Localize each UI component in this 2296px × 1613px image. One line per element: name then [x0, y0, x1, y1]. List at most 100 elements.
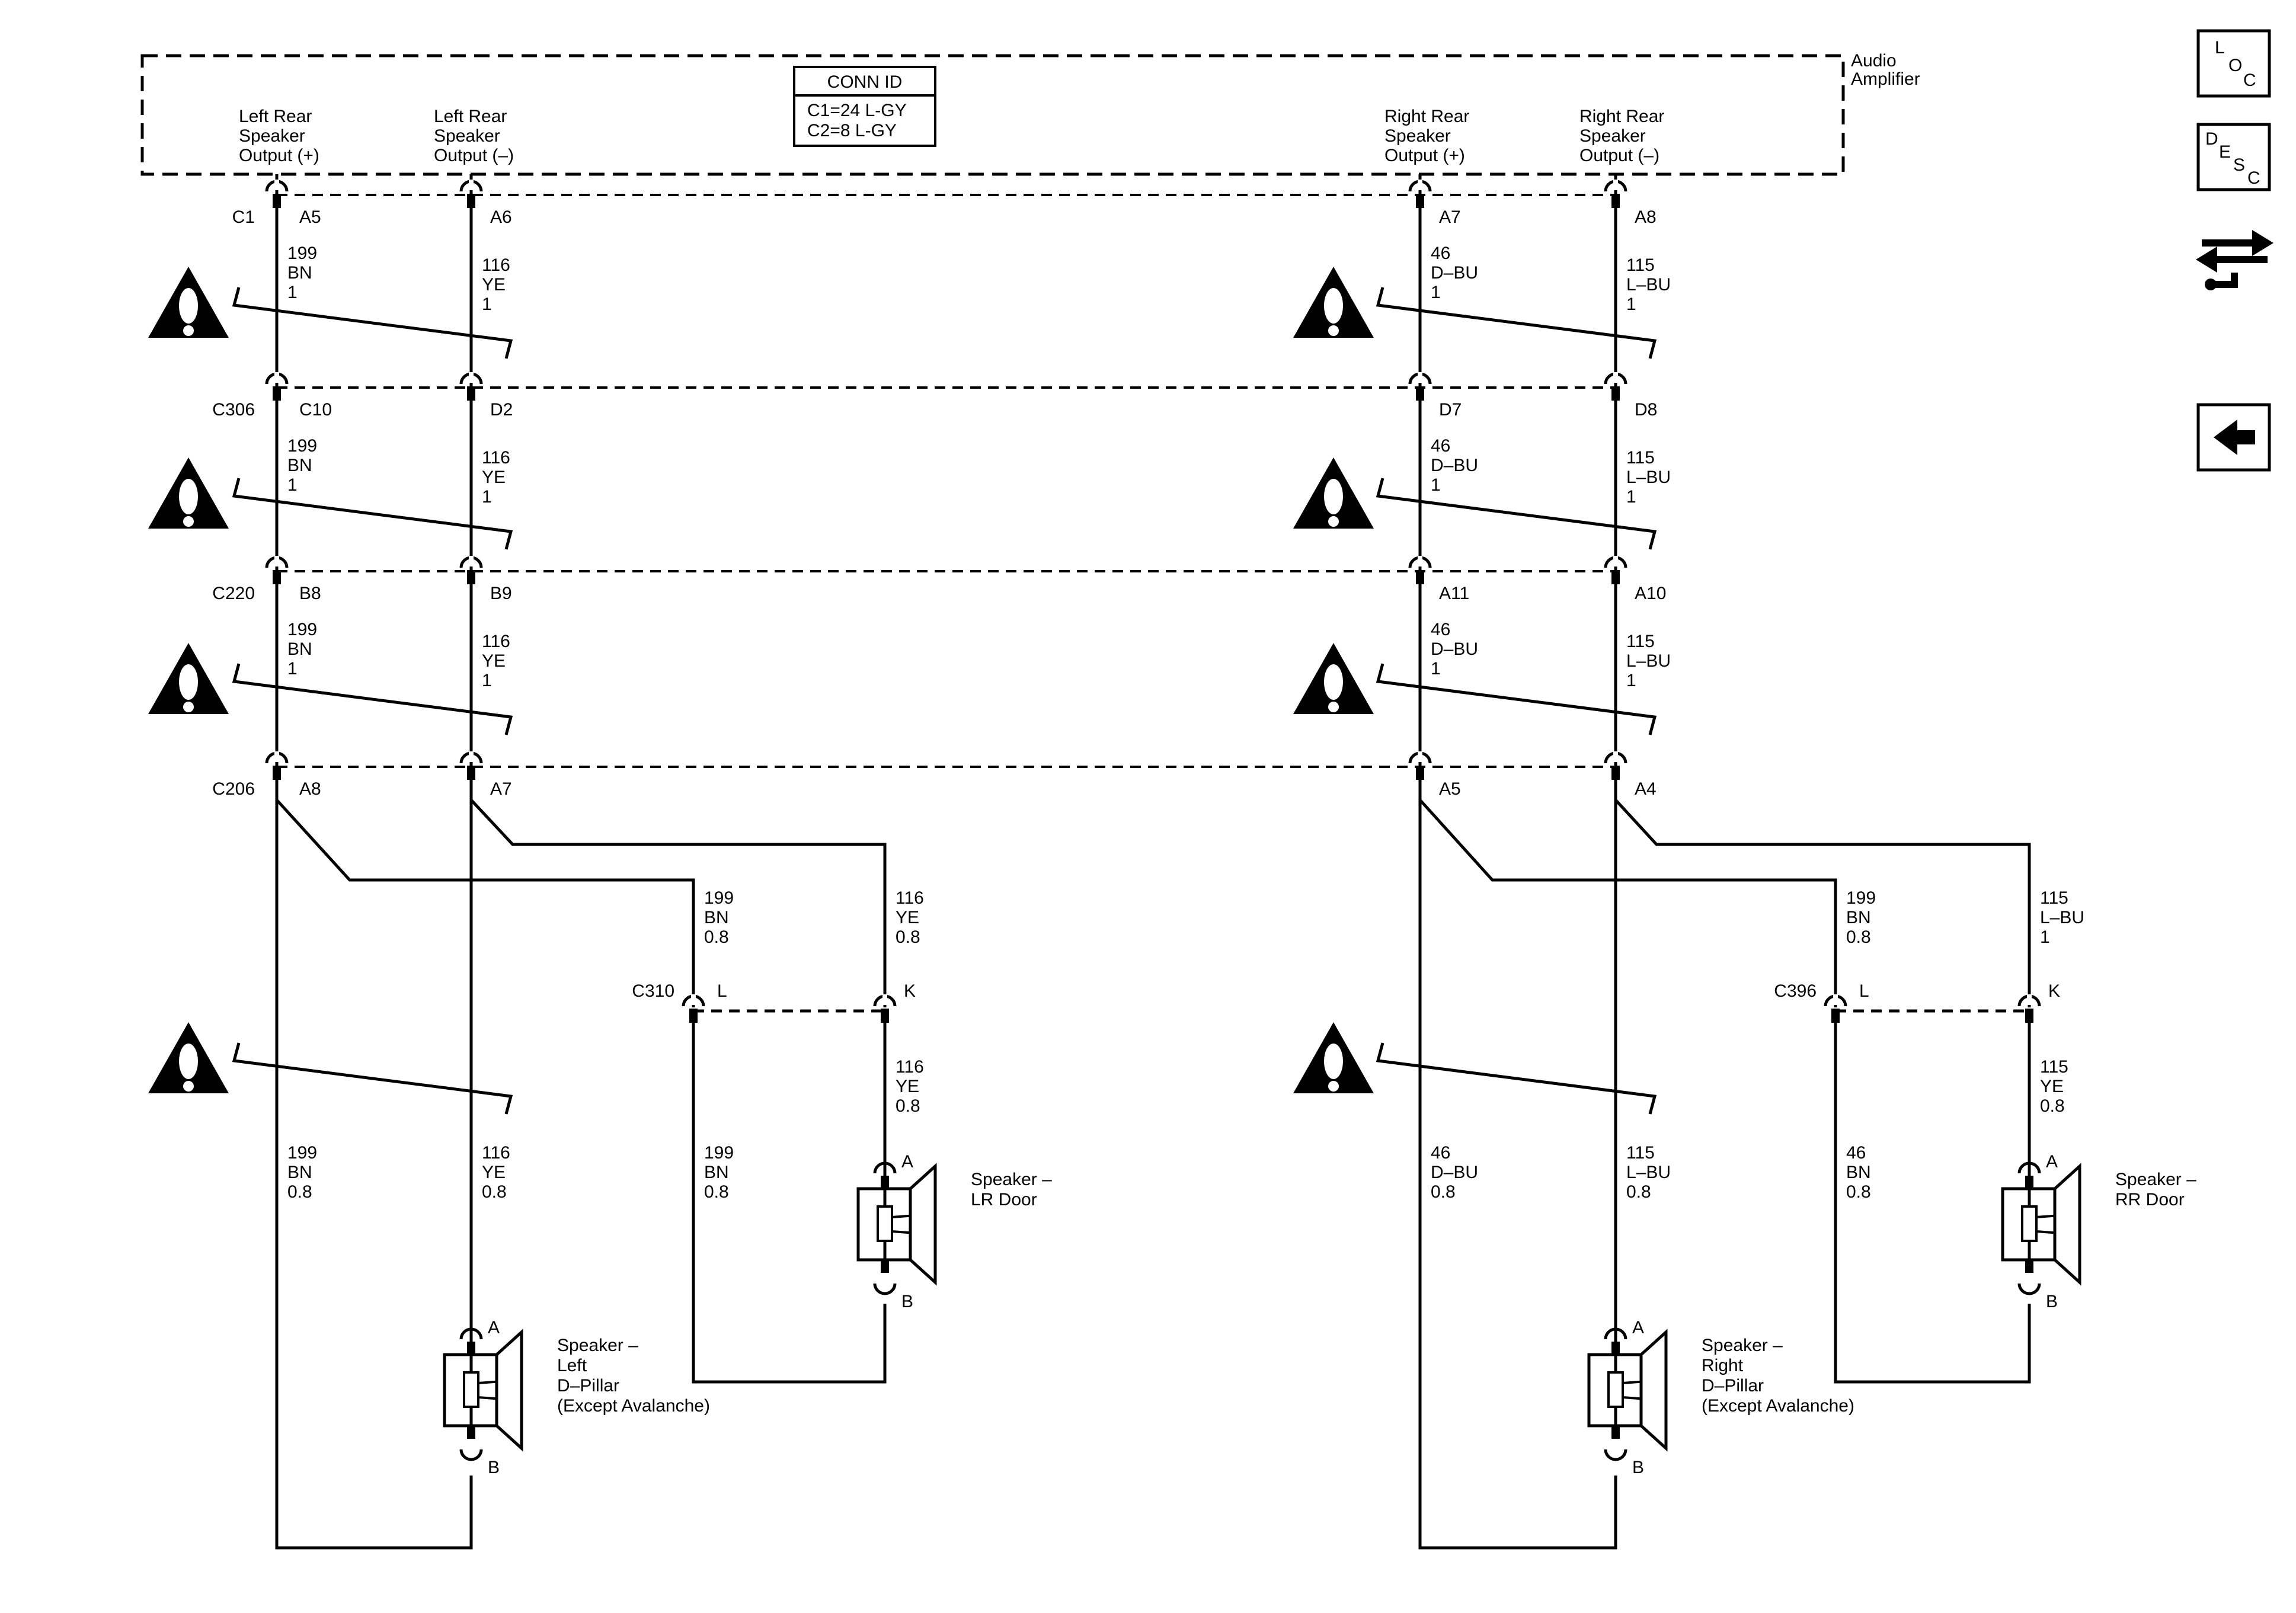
left_lower-branch-pos-line-3: 0.8	[896, 927, 920, 947]
connector-pin-c220-2	[1408, 556, 1432, 584]
connector-pin-c306-2	[1408, 372, 1432, 401]
right_lower-branch-pos-line-3: 1	[2040, 927, 2050, 947]
right-rear-pos-label-1: Right Rear	[1384, 107, 1469, 126]
segment-1-wire-3-line-2: L–BU	[1626, 468, 1671, 487]
right-rear-neg-label-3: Output (–)	[1579, 146, 1659, 165]
segment-2-wire-1-line-2: YE	[482, 651, 506, 671]
segment-0-wire-0-line-3: 1	[287, 283, 298, 302]
output-labels: Left Rear Speaker Output (+) Left Rear S…	[239, 107, 1664, 165]
left_lower-branch-neg-line-3: 0.8	[704, 927, 729, 947]
connector-pin-label: A7	[490, 779, 512, 799]
desc-letter-e: E	[2219, 142, 2231, 162]
audio-amplifier-module-box	[140, 54, 1845, 176]
right_lower-pillar-pos-line-3: 0.8	[1626, 1182, 1651, 1202]
connector-pin-label: A5	[1439, 779, 1461, 799]
connector-name: C206	[212, 779, 255, 799]
segment-1-wire-2-line-1: 46	[1431, 436, 1450, 456]
connector-pin-label: A6	[490, 207, 512, 227]
segment-2-wire-2-line-2: D–BU	[1431, 639, 1478, 659]
segment-0-wire-0-line-1: 199	[287, 244, 317, 263]
warning-icon[interactable]	[1293, 643, 1374, 714]
segment-2-wire-2-line-3: 1	[1431, 659, 1441, 679]
connector-pin-c206-0	[265, 751, 289, 780]
warning-icon[interactable]	[1293, 267, 1374, 338]
connector-pin-c1-1	[459, 180, 483, 208]
segment-2-wire-3-line-1: 115	[1626, 632, 1655, 651]
warning-icon[interactable]	[1293, 457, 1374, 529]
twist-marker	[1376, 663, 1657, 735]
segment-0-wire-1-line-3: 1	[482, 295, 492, 314]
speaker-label-line-4: (Except Avalanche)	[1702, 1396, 1854, 1416]
left_lower-branch-neg-line-2: BN	[704, 908, 729, 927]
door-conn-pin-r	[873, 994, 897, 1023]
module-name-line-2: Amplifier	[1851, 69, 1920, 89]
left_lower-pillar-pos-line-3: 0.8	[482, 1182, 507, 1202]
left_lower-after-conn-neg-line-2: BN	[704, 1163, 729, 1182]
nav-loc-button[interactable]: L O C	[2196, 29, 2271, 98]
connector-name: C306	[212, 400, 255, 420]
left_lower-pillar-pos-line-1: 116	[482, 1143, 510, 1163]
segment-2-wire-1-line-3: 1	[482, 671, 492, 690]
back-button[interactable]	[2196, 403, 2271, 472]
loc-letter-c: C	[2243, 71, 2256, 90]
segment-1-wire-1-line-2: YE	[482, 468, 506, 487]
twist-marker	[1376, 1042, 1657, 1115]
left-rear-pos-label-2: Speaker	[239, 126, 305, 146]
segment-labels: 199BN1116YE146D–BU1115L–BU1199BN1116YE14…	[287, 244, 1671, 690]
connector-pin-label: C10	[299, 400, 332, 420]
segment-1-wire-1-line-1: 116	[482, 448, 510, 468]
conn-id-title: CONN ID	[827, 72, 903, 92]
left-rear-neg-label-3: Output (–)	[434, 146, 514, 165]
nav-desc-button[interactable]: D E S C	[2196, 123, 2271, 191]
connector-pin-label: B9	[490, 584, 512, 603]
connector-pin-c220-1	[459, 556, 483, 584]
right_lower-pillar-neg-line-3: 0.8	[1431, 1182, 1456, 1202]
segment-1-wire-0-line-1: 199	[287, 436, 317, 456]
segment-0-wire-0-line-2: BN	[287, 263, 312, 283]
right_lower-after-conn-pos-line-3: 0.8	[2040, 1096, 2065, 1116]
segment-0-wire-3-line-2: L–BU	[1626, 275, 1671, 295]
connector-pin-c206-1	[459, 751, 483, 780]
segment-2-wire-0-line-1: 199	[287, 620, 317, 639]
speaker-label-line-1: Speaker –	[557, 1336, 638, 1355]
arrow-left-icon	[2214, 420, 2255, 455]
twist-marker	[232, 663, 513, 735]
desc-letter-s: S	[2233, 155, 2245, 175]
connector-pin-c306-3	[1604, 372, 1627, 401]
connector-pin-label: A10	[1635, 584, 1666, 603]
warning-icon[interactable]	[148, 643, 229, 714]
left_lower-branch-pos-line-2: YE	[896, 908, 919, 927]
connector-pin-c1-0	[265, 180, 289, 208]
segment-2-wire-0-line-3: 1	[287, 659, 298, 679]
connector-pin-label: A5	[299, 207, 321, 227]
left-lower-wires	[275, 791, 887, 1550]
segment-1-wire-2-line-3: 1	[1431, 475, 1441, 495]
conn-id-line-2: C2=8 L-GY	[807, 121, 897, 140]
warning-icon[interactable]	[148, 457, 229, 529]
left-rear-neg-label-2: Speaker	[434, 126, 500, 146]
left-rear-pos-label-3: Output (+)	[239, 146, 319, 165]
left_lower-after-conn-pos-line-1: 116	[896, 1057, 924, 1077]
speaker-label-line-1: Speaker –	[971, 1170, 1052, 1189]
left-rear-pos-label-1: Left Rear	[239, 107, 312, 126]
speaker-label-line-3: D–Pillar	[557, 1376, 619, 1396]
module-name-line-1: Audio	[1851, 51, 1897, 71]
left_lower-after-conn-neg-line-1: 199	[704, 1143, 734, 1163]
connector-pin-label: A11	[1439, 584, 1469, 603]
segment-2-wire-3-line-3: 1	[1626, 671, 1636, 690]
warning-icon[interactable]	[1293, 1022, 1374, 1093]
connector-pin-label: D2	[490, 400, 513, 420]
warning-icon[interactable]	[148, 1022, 229, 1093]
speaker-pin-b: B	[1632, 1458, 1644, 1477]
conn-id-box: CONN ID C1=24 L-GY C2=8 L-GY	[793, 66, 936, 147]
right_lower-pillar-pos-line-1: 115	[1626, 1143, 1655, 1163]
right_lower-branch-neg-line-3: 0.8	[1846, 927, 1871, 947]
warning-icon[interactable]	[148, 267, 229, 338]
connector-swap-icon[interactable]	[2196, 230, 2273, 290]
left_lower-after-conn-pos-line-2: YE	[896, 1077, 919, 1096]
